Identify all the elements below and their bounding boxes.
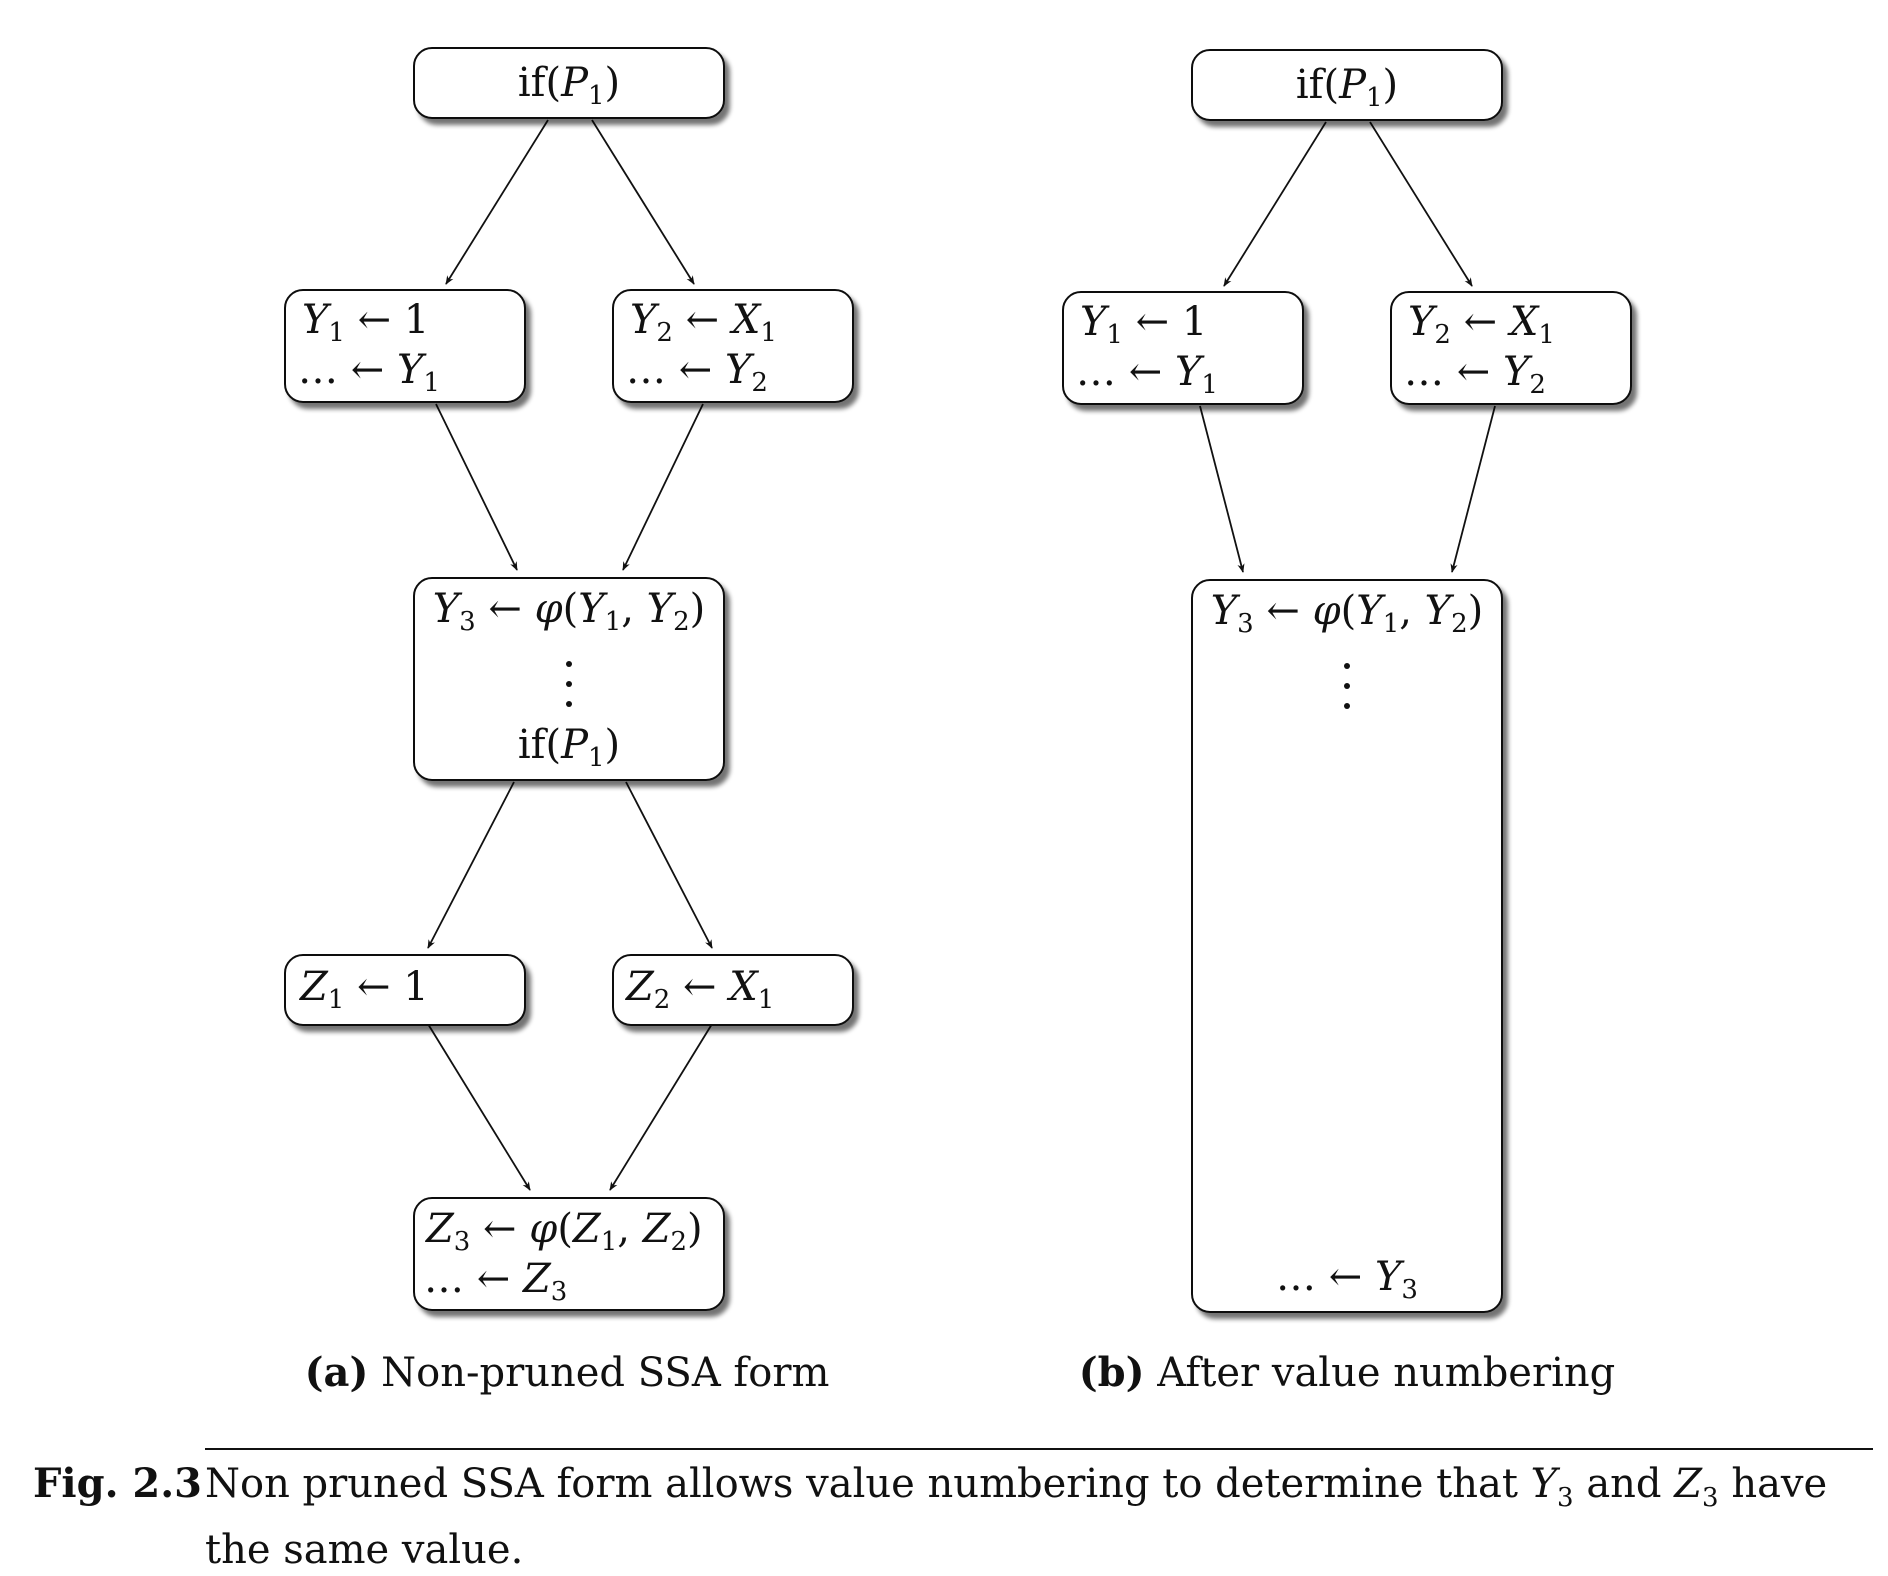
panel-b-caption: (b) After value numbering [1079, 1349, 1616, 1396]
node-a-z3-line1: Z3 ← φ(Z1, Z2) [424, 1206, 703, 1257]
node-a-y1: Y1 ← 1 … ← Y1 [284, 289, 526, 403]
node-a-z1-text: Z1 ← 1 [298, 964, 429, 1015]
node-a-z2: Z2 ← X1 [612, 954, 854, 1026]
node-a-y3-line3: if(P1) [518, 722, 620, 773]
edge-z2-z3 [609, 1023, 713, 1191]
edge-b-y2-y3 [1450, 405, 1496, 573]
node-a-y3: Y3 ← φ(Y1, Y2) if(P1) [413, 577, 725, 781]
node-b-y2-line1: Y2 ← X1 [1408, 299, 1555, 350]
edge-b-if1-y2 [1369, 121, 1473, 287]
node-b-y1-line1: Y1 ← 1 [1080, 299, 1207, 350]
node-a-y3-line1: Y3 ← φ(Y1, Y2) [433, 586, 705, 637]
node-a-if1: if(P1) [413, 47, 725, 119]
ssa-diagram: if(P1) Y1 ← 1 … ← Y1 Y2 ← X1 … ← Y2 Y3 ←… [284, 47, 1632, 1396]
node-a-y1-line2: … ← Y1 [298, 347, 440, 398]
edge-y3-z2 [625, 781, 713, 949]
edge-y3-z1 [427, 781, 515, 949]
panel-a-caption: (a) Non-pruned SSA form [305, 1349, 830, 1396]
edge-if1-y1 [445, 119, 549, 285]
node-b-y3: Y3 ← φ(Y1, Y2) … ← Y3 [1191, 579, 1503, 1313]
figure-caption-text: Non pruned SSA form allows value numberi… [205, 1461, 1828, 1573]
panel-b-edges [1199, 121, 1496, 573]
node-a-y3-vdots [566, 661, 572, 707]
node-a-y2-line1: Y2 ← X1 [630, 297, 777, 348]
panel-a-edges [427, 119, 713, 1191]
node-b-y1-line2: … ← Y1 [1076, 349, 1218, 400]
var-y3: Y3 [1530, 1461, 1574, 1513]
panel-b: if(P1) Y1 ← 1 … ← Y1 Y2 ← X1 … ← Y2 Y3 ←… [1062, 49, 1632, 1396]
node-a-if1-text: if(P1) [518, 60, 620, 111]
edge-z1-z3 [427, 1023, 531, 1191]
node-b-y3-line3: … ← Y3 [1276, 1254, 1418, 1305]
panel-a: if(P1) Y1 ← 1 … ← Y1 Y2 ← X1 … ← Y2 Y3 ←… [284, 47, 854, 1396]
edge-b-if1-y1 [1223, 121, 1327, 287]
node-b-y3-line1: Y3 ← φ(Y1, Y2) [1211, 588, 1483, 639]
node-b-y1: Y1 ← 1 … ← Y1 [1062, 291, 1304, 405]
node-a-y2-line2: … ← Y2 [626, 347, 768, 398]
figure-label: Fig. 2.3 [33, 1460, 203, 1507]
node-a-y2: Y2 ← X1 … ← Y2 [612, 289, 854, 403]
node-b-if1: if(P1) [1191, 49, 1503, 121]
node-b-y2-line2: … ← Y2 [1404, 349, 1546, 400]
node-b-y2: Y2 ← X1 … ← Y2 [1390, 291, 1632, 405]
caption-rule [205, 1448, 1873, 1450]
node-a-z3: Z3 ← φ(Z1, Z2) … ← Z3 [413, 1197, 725, 1311]
node-a-z1: Z1 ← 1 [284, 954, 526, 1026]
node-a-y1-line1: Y1 ← 1 [302, 297, 429, 348]
var-z3: Z3 [1674, 1461, 1719, 1513]
edge-b-y1-y3 [1199, 405, 1245, 573]
node-a-z3-line2: … ← Z3 [424, 1256, 567, 1307]
node-b-if1-text: if(P1) [1296, 62, 1398, 113]
edge-if1-y2 [591, 119, 695, 285]
node-b-y3-vdots [1344, 663, 1350, 709]
node-a-z2-text: Z2 ← X1 [624, 964, 774, 1015]
edge-y1-y3 [435, 403, 518, 571]
edge-y2-y3 [622, 403, 704, 571]
